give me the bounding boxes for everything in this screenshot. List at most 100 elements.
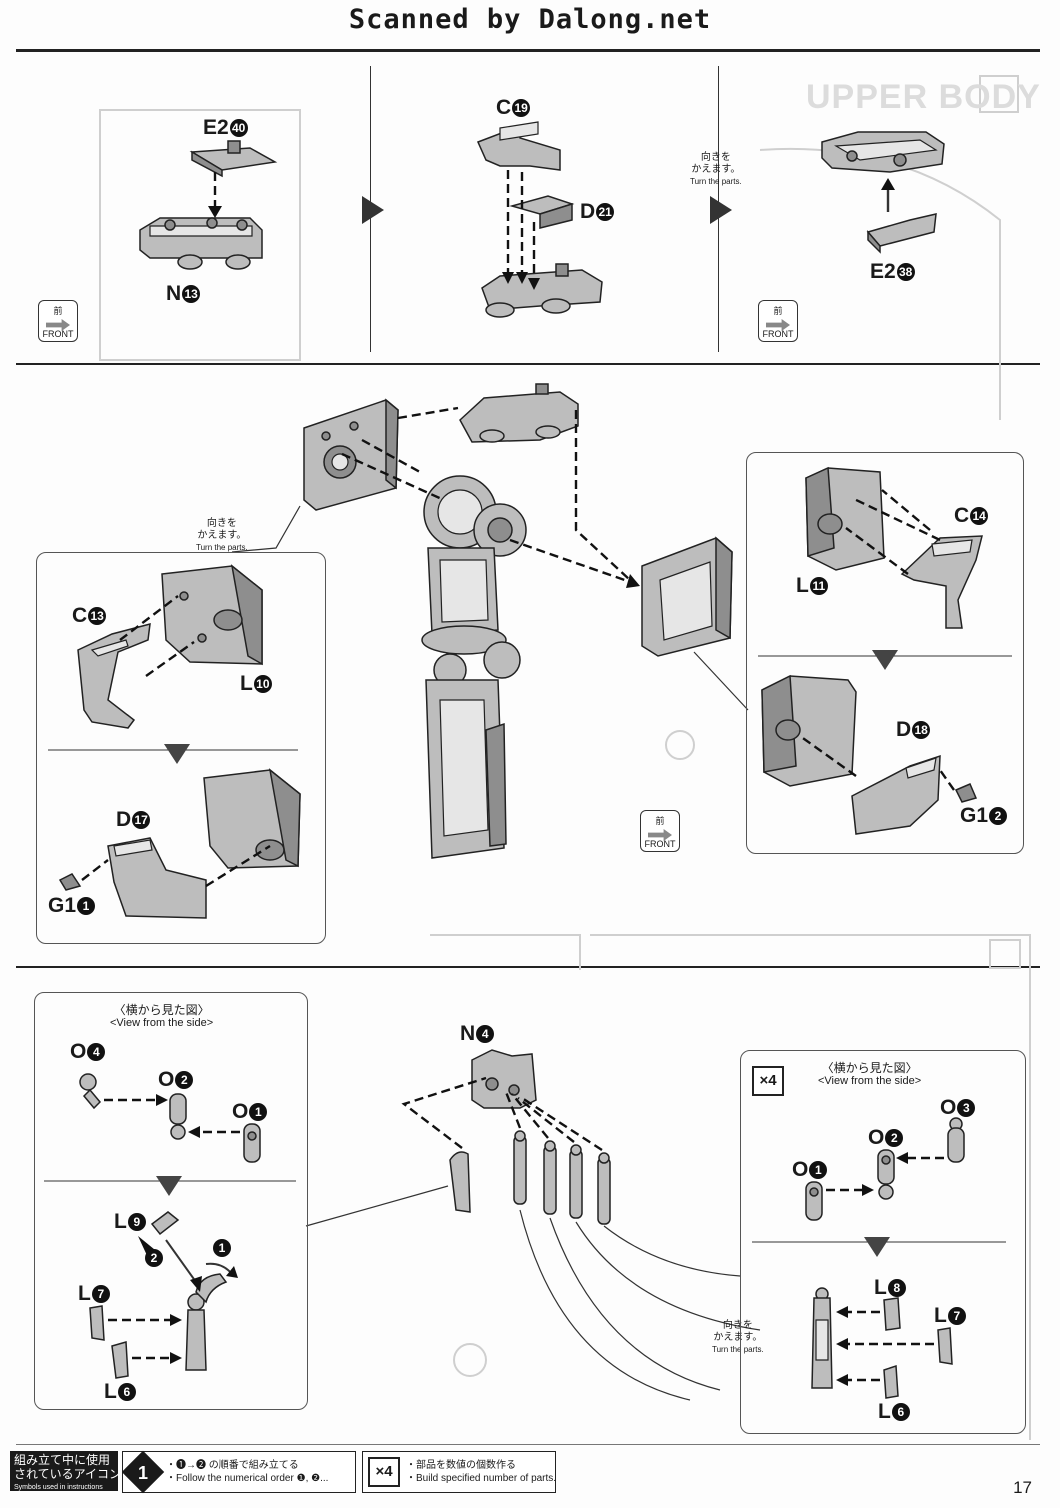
arrowhead-l7-right xyxy=(836,1338,848,1350)
path-left-armor-to-frame xyxy=(341,452,445,502)
cover-part-e2-38 xyxy=(866,213,937,254)
print-through-ghost xyxy=(99,75,1031,1440)
path-l9 xyxy=(165,1239,197,1283)
path-frame-to-right-armor xyxy=(509,538,637,586)
path-c14-b xyxy=(845,527,909,575)
order-mark-2: 2 xyxy=(144,1246,163,1270)
part-l7-left xyxy=(89,1305,105,1341)
leader-curve-4 xyxy=(603,1225,741,1277)
turn-note-1: 向きを かえます。Turn the parts. xyxy=(690,152,742,186)
chest-cover-top xyxy=(459,383,579,443)
path-skirt-5 xyxy=(521,1096,603,1152)
torso-core-part-n13 xyxy=(139,217,263,270)
step-arrow-2 xyxy=(710,196,732,224)
leader-curve-3 xyxy=(575,1221,761,1331)
legend-order-text: ・❶→❷ の順番で組み立てる・Follow the numerical orde… xyxy=(166,1460,329,1484)
arrowhead-l6-right xyxy=(836,1374,848,1386)
part-d17 xyxy=(107,837,207,919)
path-g1-1 xyxy=(81,859,109,881)
section-divider-2 xyxy=(16,966,1040,968)
arrowhead-o4 xyxy=(156,1094,168,1106)
path-cover-to-right-armor xyxy=(574,410,631,581)
arrowhead-o1-left xyxy=(188,1126,200,1138)
side-view-title-right: 〈横から見た図〉<View from the side> xyxy=(818,1061,922,1088)
joint-o1-left xyxy=(243,1123,261,1163)
path-c13-b xyxy=(145,641,195,677)
legend-title: 組み立て中に使用 されているアイコン Symbols used in instr… xyxy=(10,1451,121,1491)
legend-count-icon: ×4 xyxy=(368,1457,400,1487)
bracket-part-c19 xyxy=(476,121,561,171)
joint-o2-right xyxy=(877,1149,895,1200)
path-c14-a xyxy=(851,496,941,542)
joint-o2-left xyxy=(169,1093,187,1140)
shoulder-armor-left xyxy=(303,398,399,511)
leader-curve-1 xyxy=(519,1209,691,1401)
path-cover-to-left-armor xyxy=(397,406,459,420)
section-divider-1 xyxy=(16,363,1040,365)
part-l6-right xyxy=(883,1364,899,1399)
path-skirt-1 xyxy=(401,1076,487,1149)
plate-part-d21 xyxy=(509,195,575,229)
part-g1-1 xyxy=(58,873,82,891)
part-g1-2 xyxy=(954,783,978,803)
bottom-rule xyxy=(16,1444,1040,1445)
turn-note-2: 向きを かえます。Turn the parts. xyxy=(196,518,248,552)
armor-part-l11 xyxy=(805,466,885,571)
arrowhead-e2-38 xyxy=(881,178,895,190)
cover-part-e2-40 xyxy=(189,140,278,178)
core-assembly-step2 xyxy=(481,263,603,318)
arrowhead-l7-left xyxy=(170,1314,182,1326)
waist-block-n4 xyxy=(471,1049,537,1109)
side-view-title-left: 〈横から見た図〉<View from the side> xyxy=(110,1003,214,1030)
arrowhead-o1-right xyxy=(862,1184,874,1196)
part-l7-right xyxy=(937,1327,953,1365)
arrowhead-o3 xyxy=(896,1152,908,1164)
callout-leader-bottom-left xyxy=(305,1185,449,1227)
armor-part-l10 xyxy=(161,564,263,666)
down-arrow-bottom-right xyxy=(864,1237,890,1257)
assembled-joint-right xyxy=(811,1287,833,1389)
path-skirt-2 xyxy=(504,1091,522,1129)
arrowhead-l6-left xyxy=(170,1352,182,1364)
rotate-arrowhead xyxy=(226,1266,238,1278)
part-l9 xyxy=(150,1211,180,1236)
path-d18 xyxy=(799,735,857,777)
skirt-joint-parts xyxy=(449,1130,611,1225)
joint-o4 xyxy=(79,1073,102,1110)
detail-box-bottom-right xyxy=(740,1050,1026,1434)
part-l8 xyxy=(883,1297,901,1331)
page-number: 17 xyxy=(1013,1478,1032,1497)
arrowhead-l8 xyxy=(836,1306,848,1318)
assembled-joint-left xyxy=(185,1273,228,1371)
legend-count-text: ・部品を数値の個数作る・Build specified number of pa… xyxy=(406,1460,557,1484)
order-mark-1: 1 xyxy=(212,1236,231,1260)
detail-box-bottom-left xyxy=(34,992,308,1410)
torso-frame xyxy=(421,475,527,859)
leg-part-c14 xyxy=(900,535,983,629)
scan-credit: Scanned by Dalong.net xyxy=(348,4,712,35)
path-d17 xyxy=(205,844,271,888)
